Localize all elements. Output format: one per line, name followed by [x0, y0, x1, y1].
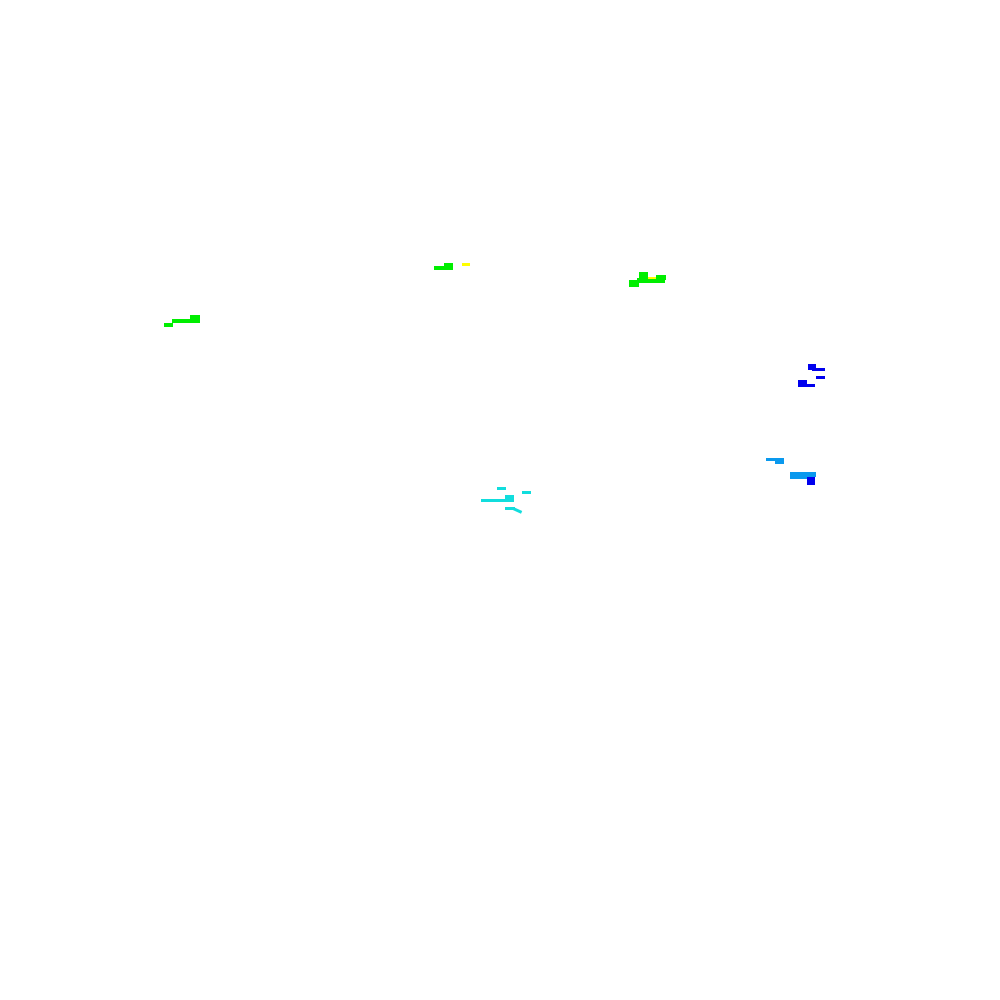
blue-mark-upper-segment — [812, 368, 825, 371]
green-mark-right-segment — [637, 278, 665, 283]
green-mark-right — [629, 271, 669, 289]
cyan-mark-center-segment — [505, 495, 514, 501]
green-mark-left-segment — [172, 319, 200, 323]
blue-mark-upper-segment — [798, 384, 815, 387]
blue-mark-upper-segment — [798, 380, 807, 386]
green-mark-center-segment — [434, 266, 453, 270]
green-mark-left — [164, 314, 202, 330]
sky-blue-mark-lower-accent — [807, 477, 815, 485]
blue-mark-upper-segment — [816, 376, 825, 379]
green-mark-center-segment — [444, 263, 453, 267]
cyan-mark-center-segment — [497, 487, 506, 490]
blue-mark-upper-segment — [808, 364, 816, 370]
sky-blue-mark-lower-segment — [790, 472, 816, 477]
blue-mark-upper — [797, 362, 827, 390]
green-mark-left-segment — [190, 315, 200, 320]
green-mark-right-segment — [639, 272, 648, 279]
green-mark-left-segment — [164, 323, 173, 327]
green-mark-right-segment — [629, 280, 639, 287]
green-mark-center — [434, 261, 472, 273]
sky-blue-mark-lower — [765, 455, 821, 487]
green-mark-right-segment — [656, 275, 666, 280]
cyan-mark-center-segment — [512, 507, 523, 514]
cyan-mark-center-segment — [481, 499, 514, 502]
cyan-mark-center-segment — [522, 491, 531, 494]
sky-blue-mark-lower-segment — [775, 458, 784, 464]
green-mark-right-accent — [648, 277, 656, 279]
green-mark-center-accent — [462, 263, 470, 266]
cyan-mark-center-segment — [505, 507, 515, 510]
sky-blue-mark-lower-segment — [790, 476, 807, 479]
cyan-mark-center — [479, 485, 535, 517]
